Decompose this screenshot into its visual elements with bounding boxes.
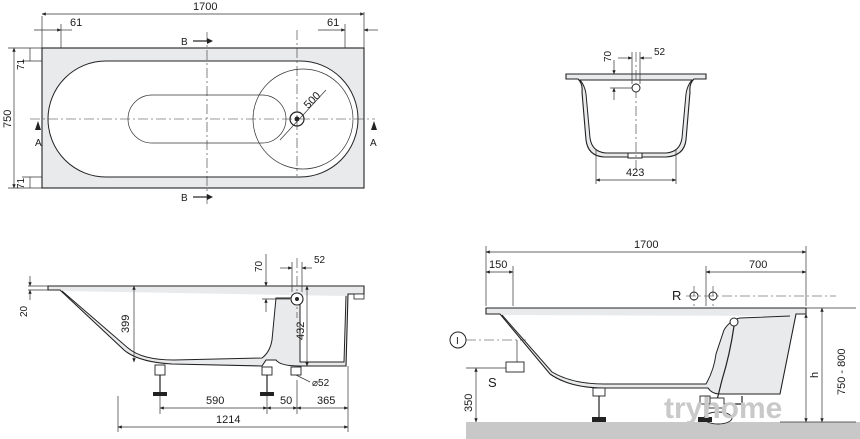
install-s-box [505,361,525,373]
top-view-oval-recess [127,94,287,144]
edge-top-label: 71 [16,58,27,70]
foot-left [154,364,166,376]
section-gap-label: 52 [654,47,666,58]
section-b-bottom-label: B [181,193,188,204]
side-drain-height-label: 432 [295,322,307,340]
edge-left-label: 61 [70,17,82,29]
install-i-label: I [456,336,459,347]
install-offset-left-label: 150 [489,259,507,271]
install-r-label: R [672,288,681,303]
side-view: 20 399 432 70 52 ⌀52 590 50 365 1214 [19,254,365,432]
section-a-left-label: A [35,138,42,149]
side-drain-diameter-label: ⌀52 [312,378,330,389]
section-offset-label: 70 [603,50,614,62]
section-view: 70 52 423 [565,47,707,184]
floor [466,422,860,439]
edge-right-label: 61 [327,17,339,29]
install-height-range-label: 750 - 800 [836,349,848,395]
side-rim-label: 20 [19,305,30,317]
install-view: 1700 150 700 R 750 - 800 h I S 350 [449,239,860,439]
top-view: 500 1700 61 61 750 71 71 B B A [2,1,378,205]
install-s-label: S [488,375,497,390]
edge-bottom-label: 71 [16,177,27,189]
install-overflow-icon [729,317,739,327]
side-dim-590-label: 590 [206,395,224,407]
side-depth-label: 399 [120,315,132,333]
side-gap-label: 52 [314,255,326,266]
foot-right [261,366,273,376]
side-offset-label: 70 [254,260,265,272]
watermark: tryhome [664,392,782,425]
top-view-inner-basin [47,60,359,178]
side-dim-365-label: 365 [317,395,335,407]
top-width-label: 750 [2,110,14,128]
install-floor-height-label: 350 [463,394,475,412]
top-length-label: 1700 [193,1,217,13]
side-dim-1214-label: 1214 [216,414,240,426]
overflow-icon [631,83,641,93]
section-inner-width-label: 423 [626,167,644,179]
side-dim-50-label: 50 [280,395,292,407]
section-b-top-label: B [181,37,188,48]
install-length-label: 1700 [634,239,658,251]
install-h-label: h [809,372,821,378]
install-offset-right-label: 700 [749,259,767,271]
section-a-right-label: A [370,138,377,149]
